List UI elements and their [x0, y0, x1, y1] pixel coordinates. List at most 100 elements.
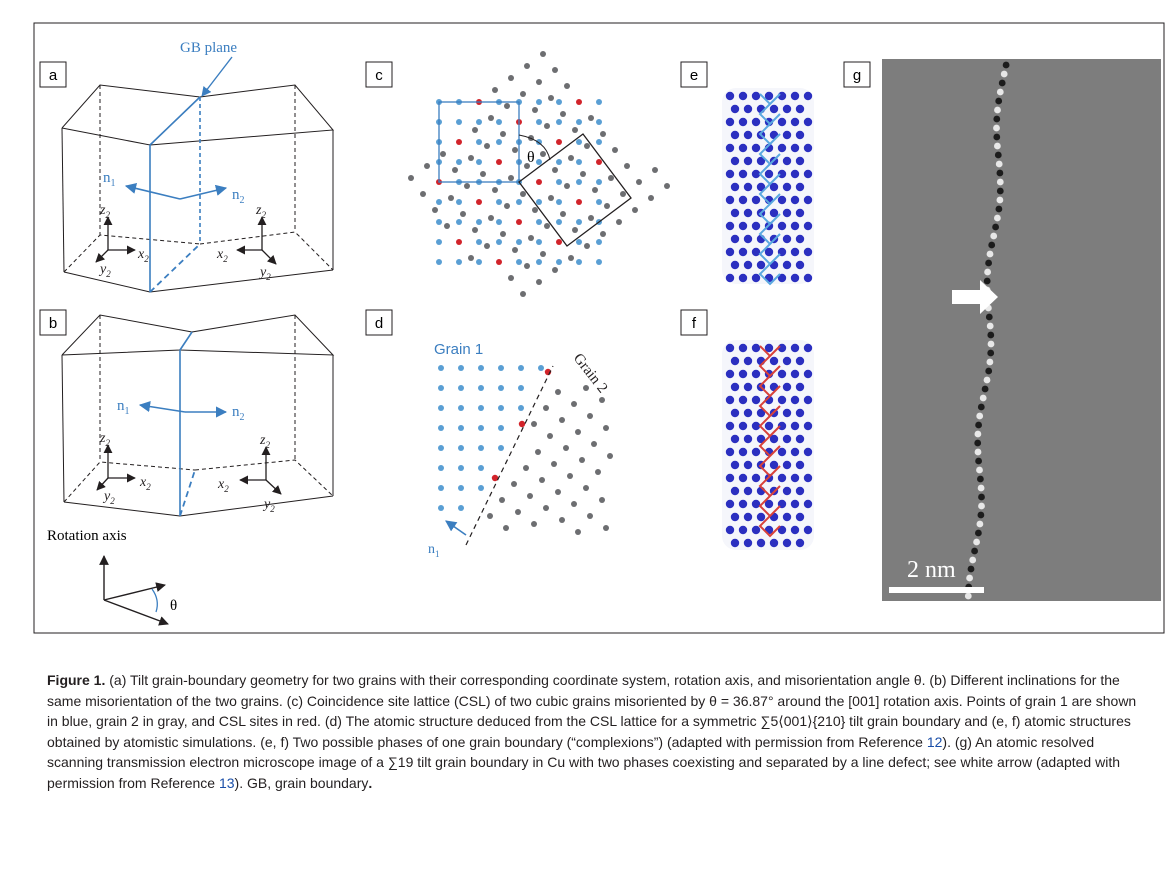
panel-label-box-e: [680, 61, 708, 88]
grain-1-atom: [438, 485, 444, 491]
atom: [803, 91, 813, 101]
grain-1-atom: [438, 505, 444, 511]
grain-2-atom: [599, 397, 605, 403]
grain-1-atom: [498, 445, 504, 451]
atom: [803, 143, 813, 153]
stem-atom-column: [975, 421, 982, 429]
grain-1-atom: [498, 425, 504, 431]
grain-2-atom: [432, 207, 438, 213]
grain-2-atom: [583, 485, 589, 491]
stem-atom-column: [1002, 61, 1010, 69]
grain-2-atom: [604, 203, 610, 209]
block-a-right-bottom: [149, 269, 334, 293]
figure-border: [33, 22, 1165, 634]
atom: [777, 195, 787, 205]
svg-text:y2: y2: [98, 262, 111, 279]
atom: [751, 143, 761, 153]
caption-ref-13[interactable]: 13: [218, 774, 235, 791]
grain-2-atom: [572, 227, 578, 233]
csl-site: [576, 99, 582, 105]
atom: [777, 91, 787, 101]
panel-label-b: b: [49, 315, 57, 332]
atom: [738, 117, 748, 127]
atom: [803, 421, 813, 431]
grain-2-atom: [503, 525, 509, 531]
normal-b-n1-arrow: [138, 401, 186, 413]
atomistic-structure-e: [725, 91, 813, 286]
atom: [782, 104, 792, 114]
svg-text:x2: x2: [217, 477, 229, 494]
grain-2-atom: [579, 457, 585, 463]
stem-atom-column: [966, 574, 973, 582]
csl-unit-cell-grain-2: [518, 133, 632, 247]
atom: [790, 473, 800, 483]
stem-atom-column: [996, 196, 1004, 204]
stem-atom-column: [993, 124, 1000, 132]
grain-1-atom: [436, 259, 442, 265]
atom: [782, 260, 792, 270]
grain-2-atom: [575, 429, 581, 435]
rotation-axis-label: Rotation axis: [47, 528, 127, 544]
stem-atom-column: [983, 376, 991, 384]
svg-text:y2: y2: [258, 265, 271, 282]
grain-2-atom: [487, 513, 493, 519]
atom: [756, 434, 766, 444]
atom: [782, 234, 792, 244]
grain-2-atom: [591, 441, 597, 447]
grain-2-atom: [560, 211, 566, 217]
grain-1-atom: [556, 99, 562, 105]
atom: [751, 273, 761, 283]
grain-1-atom: [596, 119, 602, 125]
grain-1-atom: [438, 425, 444, 431]
atom: [764, 169, 774, 179]
atom: [725, 525, 735, 535]
caption-ref-12[interactable]: 12: [926, 733, 943, 750]
atom: [751, 395, 761, 405]
atom: [751, 343, 761, 353]
atom: [790, 221, 800, 231]
grain-1-atom: [458, 505, 464, 511]
atom: [743, 104, 753, 114]
csl-site: [556, 139, 562, 145]
stem-atom-column: [995, 205, 1003, 213]
block-a-left-bottom: [63, 271, 151, 293]
atom: [777, 343, 787, 353]
panel-label-a: a: [49, 67, 58, 84]
grain-2-atom: [540, 251, 546, 257]
grain-1-atom: [596, 259, 602, 265]
grain-1-atom: [458, 405, 464, 411]
atom: [725, 499, 735, 509]
atom: [777, 169, 787, 179]
csl-site: [496, 259, 502, 265]
grain-2-atom: [571, 401, 577, 407]
grain-2-atom: [572, 127, 578, 133]
gb-plane-b-top: [179, 331, 193, 351]
grain-2-atom: [520, 91, 526, 97]
grain-2-label: Grain 2: [570, 351, 611, 397]
stem-atom-column: [986, 322, 994, 330]
atom: [738, 447, 748, 457]
scale-bar-label: 2 nm: [907, 557, 956, 583]
stem-atom-column: [977, 484, 985, 492]
grain-2-atom: [560, 111, 566, 117]
atom: [738, 421, 748, 431]
rotation-angle-theta: θ: [170, 598, 177, 614]
grain-2-atom: [564, 83, 570, 89]
grain-2-atom: [492, 87, 498, 93]
caption-end: .: [368, 774, 373, 791]
csl-site: [596, 159, 602, 165]
atom: [738, 221, 748, 231]
atom: [782, 434, 792, 444]
atom: [764, 421, 774, 431]
grain-1-atom: [458, 365, 464, 371]
grain-2-atom: [548, 195, 554, 201]
grain-2-atom: [508, 75, 514, 81]
grain-2-atom: [584, 243, 590, 249]
grain-2-atom: [559, 417, 565, 423]
grain-1-atom: [556, 219, 562, 225]
stem-atom-column: [1000, 70, 1008, 78]
csl-site: [576, 199, 582, 205]
atom: [756, 260, 766, 270]
grain-1-atom: [476, 259, 482, 265]
atom: [725, 473, 735, 483]
